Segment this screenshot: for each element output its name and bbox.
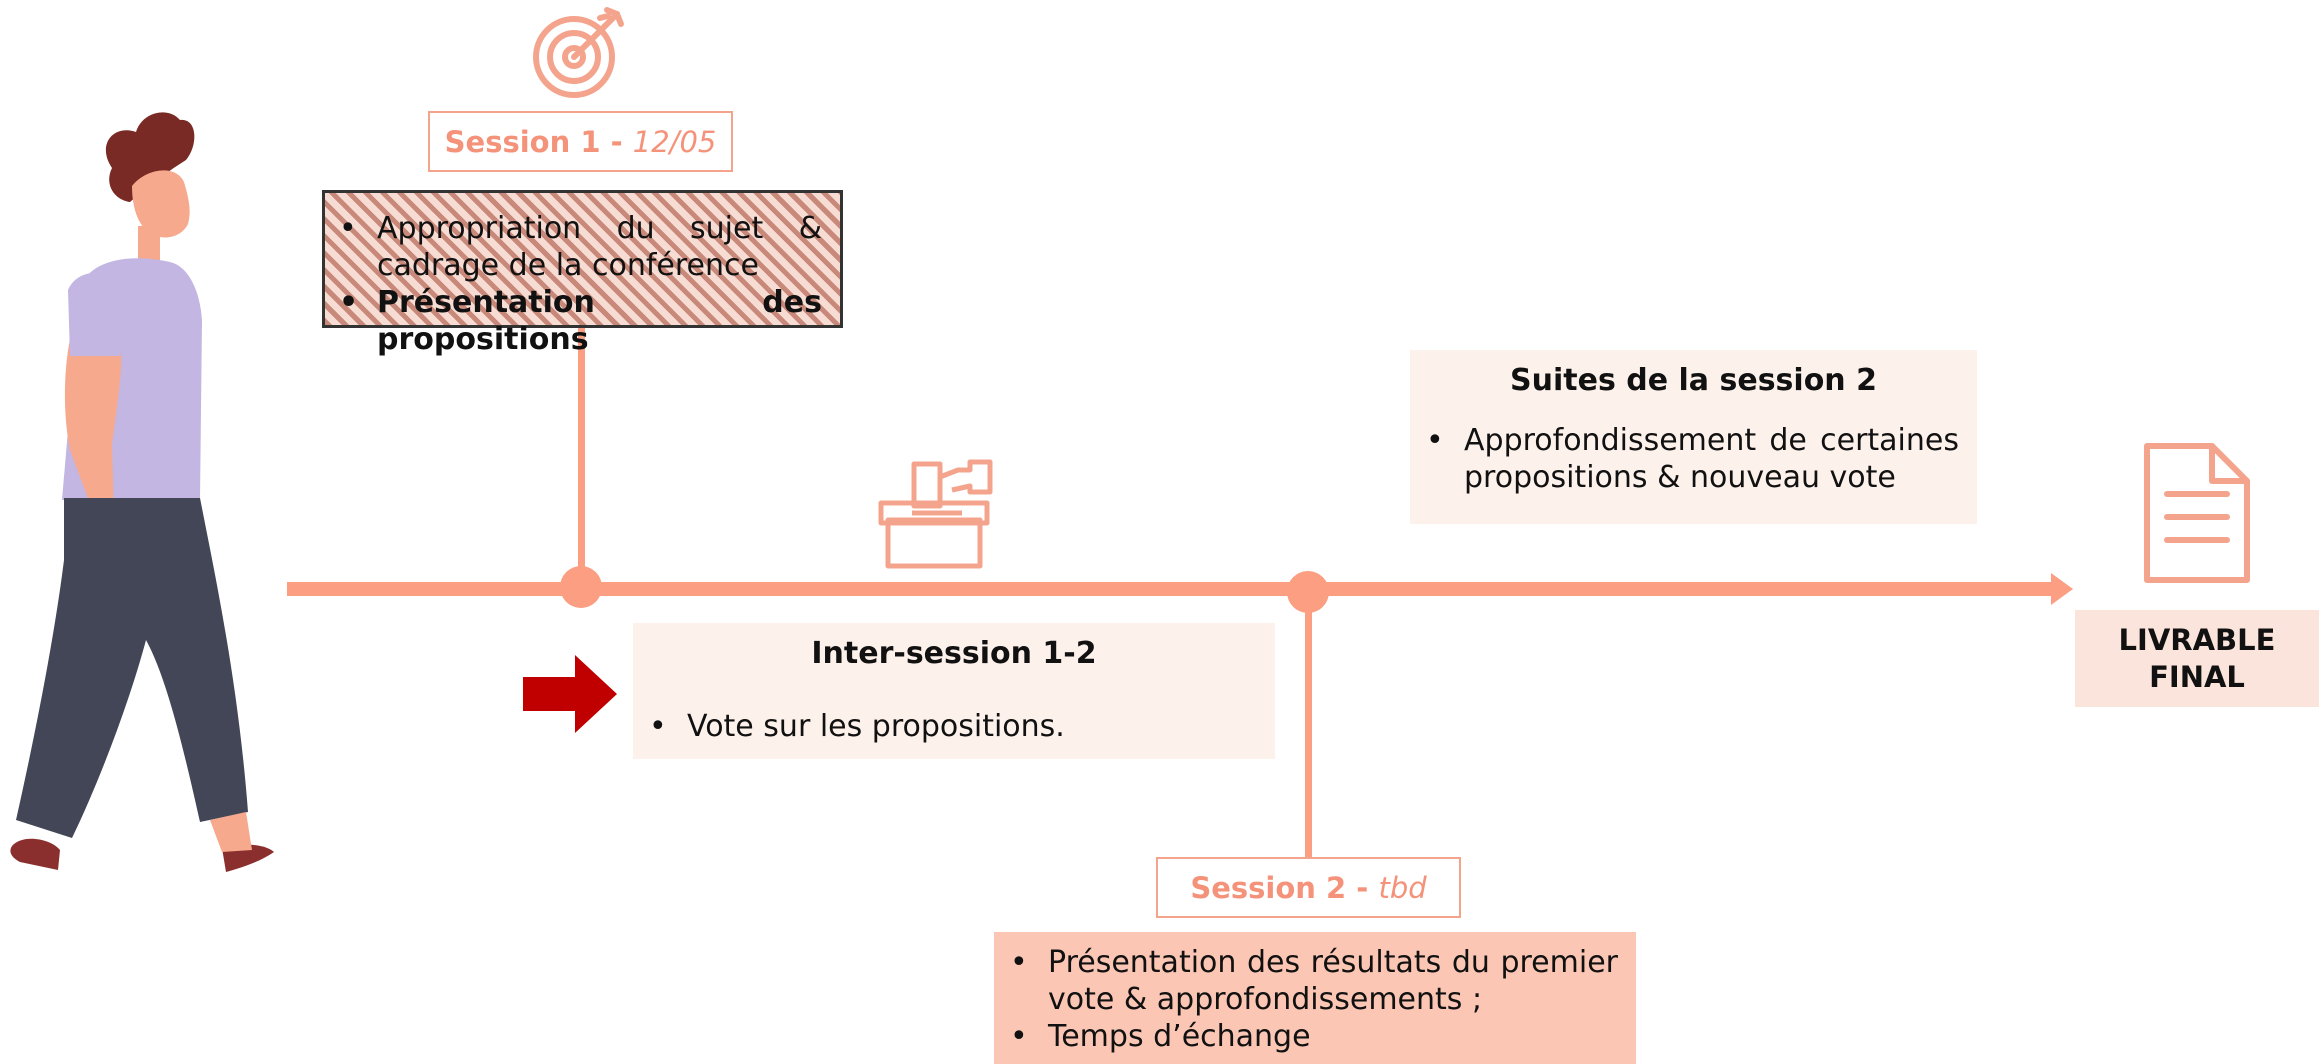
session2-milestone-dot [1287, 571, 1329, 613]
target-icon [533, 7, 624, 98]
session1-date: 12/05 [632, 124, 717, 159]
intersession-title: Inter-session 1-2 [811, 636, 1097, 671]
session2-date: tbd [1378, 870, 1427, 905]
session2-box: Présentation des résultats du premier vo… [994, 932, 1636, 1064]
ballot-box-icon [878, 459, 993, 569]
suites-list: Approfondissement de certaines propositi… [1410, 422, 1977, 496]
livrable-final-line2: FINAL [2149, 659, 2245, 694]
session1-label: Session 1 - 12/05 [428, 111, 733, 172]
session1-label-text: Session 1 - [444, 124, 623, 159]
session1-box: Appropriation du sujet & cadrage de la c… [322, 190, 843, 357]
intersession-list: Vote sur les propositions. [633, 708, 1275, 745]
livrable-final-line1: LIVRABLE [2118, 622, 2276, 657]
session2-list: Présentation des résultats du premier vo… [994, 944, 1636, 1055]
timeline-arrowhead [2051, 573, 2073, 605]
session2-label: Session 2 - tbd [1156, 857, 1461, 918]
session1-milestone-dot [560, 566, 602, 608]
intersession-item: Vote sur les propositions. [633, 708, 1275, 745]
session2-item: Temps d’échange [994, 1018, 1636, 1055]
intersession-box: Inter-session 1-2 Vote sur les propositi… [633, 623, 1275, 759]
session1-item: Appropriation du sujet & cadrage de la c… [325, 210, 840, 284]
session2-item: Présentation des résultats du premier vo… [994, 944, 1636, 1018]
suites-item: Approfondissement de certaines propositi… [1410, 422, 1977, 496]
person-illustration [10, 112, 274, 872]
session1-item: Présentation des propositions [325, 284, 840, 358]
red-arrow-icon [523, 655, 617, 733]
session2-label-text: Session 2 - [1190, 870, 1369, 905]
suites-title: Suites de la session 2 [1510, 363, 1877, 398]
livrable-final-box: LIVRABLE FINAL [2075, 610, 2319, 707]
session1-list: Appropriation du sujet & cadrage de la c… [325, 210, 840, 358]
suites-box: Suites de la session 2 Approfondissement… [1410, 350, 1977, 524]
timeline-axis [287, 582, 2057, 596]
document-icon [2144, 443, 2250, 583]
session1-connector [578, 327, 585, 589]
session2-connector [1305, 592, 1312, 860]
